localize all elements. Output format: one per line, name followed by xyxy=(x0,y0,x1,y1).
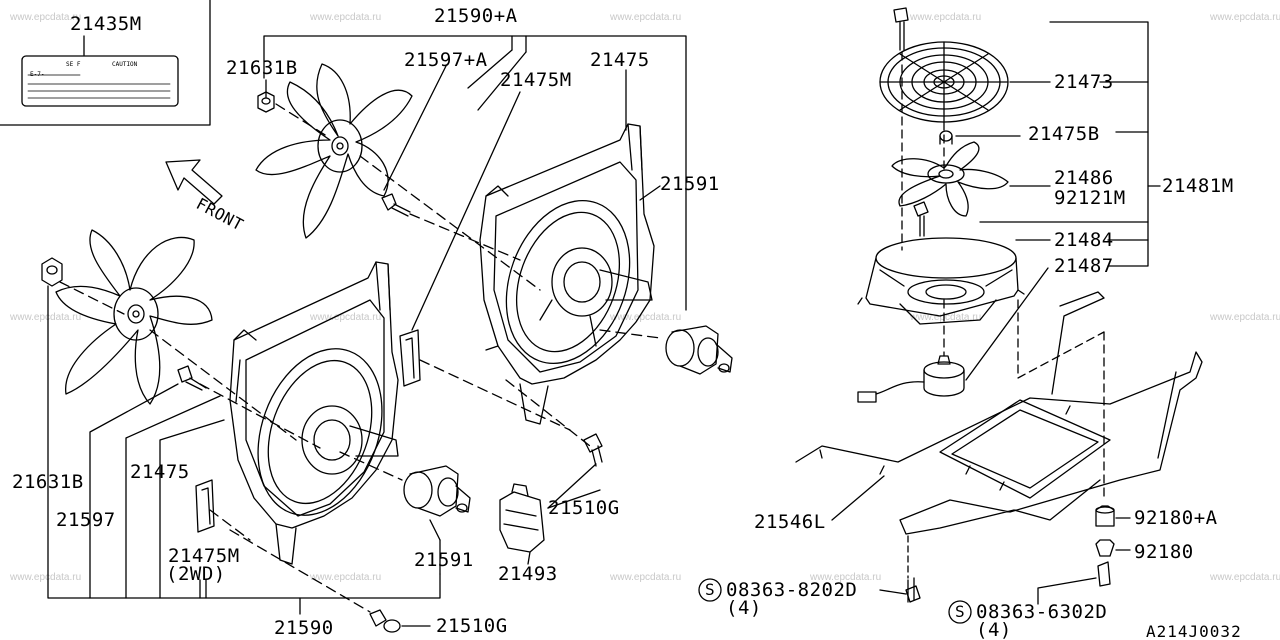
part-label-21546L: 21546L xyxy=(754,511,826,533)
bolt-icon xyxy=(583,433,603,467)
part-label-21590A: 21590+A xyxy=(434,5,518,27)
part-label-21481M: 21481M xyxy=(1162,175,1234,197)
part-label-92180A: 92180+A xyxy=(1134,507,1218,529)
fan-motor-lower xyxy=(403,465,471,517)
shroud-bracket-2wd xyxy=(195,479,215,533)
nut-icon xyxy=(41,257,63,287)
fan-motor-right xyxy=(857,355,965,403)
part-label-21475: 21475 xyxy=(130,461,190,483)
fan-blade-lower xyxy=(55,229,213,405)
nut-icon xyxy=(939,130,953,145)
bolt-quantity: (4) xyxy=(976,619,1012,640)
bolt-quantity: (4) xyxy=(726,597,762,619)
fan-motor-upper xyxy=(665,325,733,375)
part-label-21487: 21487 xyxy=(1054,255,1114,277)
screw-symbol-icon xyxy=(698,578,722,602)
watermark: www.epcdata.ru xyxy=(1210,12,1280,23)
sticker-text-3: E-7- xyxy=(30,71,44,78)
leader-lines xyxy=(265,51,661,331)
part-label-92180: 92180 xyxy=(1134,541,1194,563)
part-label-21510G: 21510G xyxy=(548,497,620,519)
part-label-21475M-2wd: 21475M xyxy=(168,545,240,567)
part-label-21475: 21475 xyxy=(590,49,650,71)
part-label-92121M: 92121M xyxy=(1054,187,1126,209)
part-label-21435M: 21435M xyxy=(70,13,142,35)
shroud-bracket-upper xyxy=(399,329,421,387)
fan-resistor xyxy=(499,483,545,553)
watermark: www.epcdata.ru xyxy=(10,12,82,23)
watermark: www.epcdata.ru xyxy=(610,12,682,23)
bolt-icon xyxy=(177,365,207,391)
screw-symbol-icon xyxy=(948,600,972,624)
bolt-icon xyxy=(1097,561,1111,587)
fan-shroud-lower xyxy=(229,261,399,565)
assembly-lines xyxy=(901,51,1105,501)
part-label-21484: 21484 xyxy=(1054,229,1114,251)
screw-symbol-letter: S xyxy=(705,580,716,599)
part-label-21631B: 21631B xyxy=(12,471,84,493)
watermark: www.epcdata.ru xyxy=(610,312,682,323)
watermark: www.epcdata.ru xyxy=(10,572,82,583)
bracket-21481M xyxy=(979,21,1161,267)
nut-icon xyxy=(257,91,275,113)
sticker-text-2: CAUTION xyxy=(112,61,138,68)
bolt-icon xyxy=(369,609,401,633)
part-label-21493: 21493 xyxy=(498,563,558,585)
watermark: www.epcdata.ru xyxy=(910,312,982,323)
part-label-21510G: 21510G xyxy=(436,615,508,637)
part-label-21591: 21591 xyxy=(660,173,720,195)
watermark: www.epcdata.ru xyxy=(10,312,82,323)
watermark: www.epcdata.ru xyxy=(310,312,382,323)
part-label-21597A: 21597+A xyxy=(404,49,488,71)
fan-shroud-upper xyxy=(479,123,655,425)
part-label-21486: 21486 xyxy=(1054,167,1114,189)
leader-lines xyxy=(47,285,601,627)
bolt-icon xyxy=(913,201,929,237)
watermark: www.epcdata.ru xyxy=(910,12,982,23)
fan-blade-upper xyxy=(255,63,413,239)
leader-line xyxy=(965,267,1049,381)
watermark: www.epcdata.ru xyxy=(310,572,382,583)
assembly-lines xyxy=(59,103,661,613)
part-label-bolt-08363-8202D: 08363-8202D xyxy=(726,579,858,601)
watermark: www.epcdata.ru xyxy=(1210,572,1280,583)
rubber-mount xyxy=(1095,505,1115,527)
fan-grille xyxy=(879,41,1009,123)
leader-line xyxy=(879,589,907,595)
part-label-21473: 21473 xyxy=(1054,71,1114,93)
motor-shroud-right xyxy=(857,237,1025,325)
leader-line xyxy=(1037,577,1097,605)
part-label-21631B: 21631B xyxy=(226,57,298,79)
part-label-21590: 21590 xyxy=(274,617,334,639)
mount-bushing xyxy=(1095,539,1115,557)
part-label-bolt-08363-6302D: 08363-6302D xyxy=(976,601,1108,623)
part-label-21475M: 21475M xyxy=(500,69,572,91)
watermark: www.epcdata.ru xyxy=(310,12,382,23)
bolt-icon xyxy=(905,577,921,603)
front-arrow-icon xyxy=(165,159,223,205)
label-sticker-box xyxy=(0,0,211,126)
watermark: www.epcdata.ru xyxy=(810,572,882,583)
bolt-icon xyxy=(381,193,411,217)
bracket-21590A xyxy=(263,35,687,311)
leader-line xyxy=(831,475,885,521)
fan-blade-right xyxy=(891,141,1009,217)
note-2wd: (2WD) xyxy=(166,563,226,585)
watermark: www.epcdata.ru xyxy=(1210,312,1280,323)
part-label-21591: 21591 xyxy=(414,549,474,571)
bolt-icon xyxy=(893,7,909,51)
radiator-frame xyxy=(795,291,1203,535)
watermark: www.epcdata.ru xyxy=(610,572,682,583)
screw-symbol-letter: S xyxy=(955,602,966,621)
part-label-21475B: 21475B xyxy=(1028,123,1100,145)
diagram-reference-code: A214J0032 xyxy=(1146,622,1242,640)
part-label-21597: 21597 xyxy=(56,509,116,531)
sticker-text-1: SE F xyxy=(66,61,81,68)
